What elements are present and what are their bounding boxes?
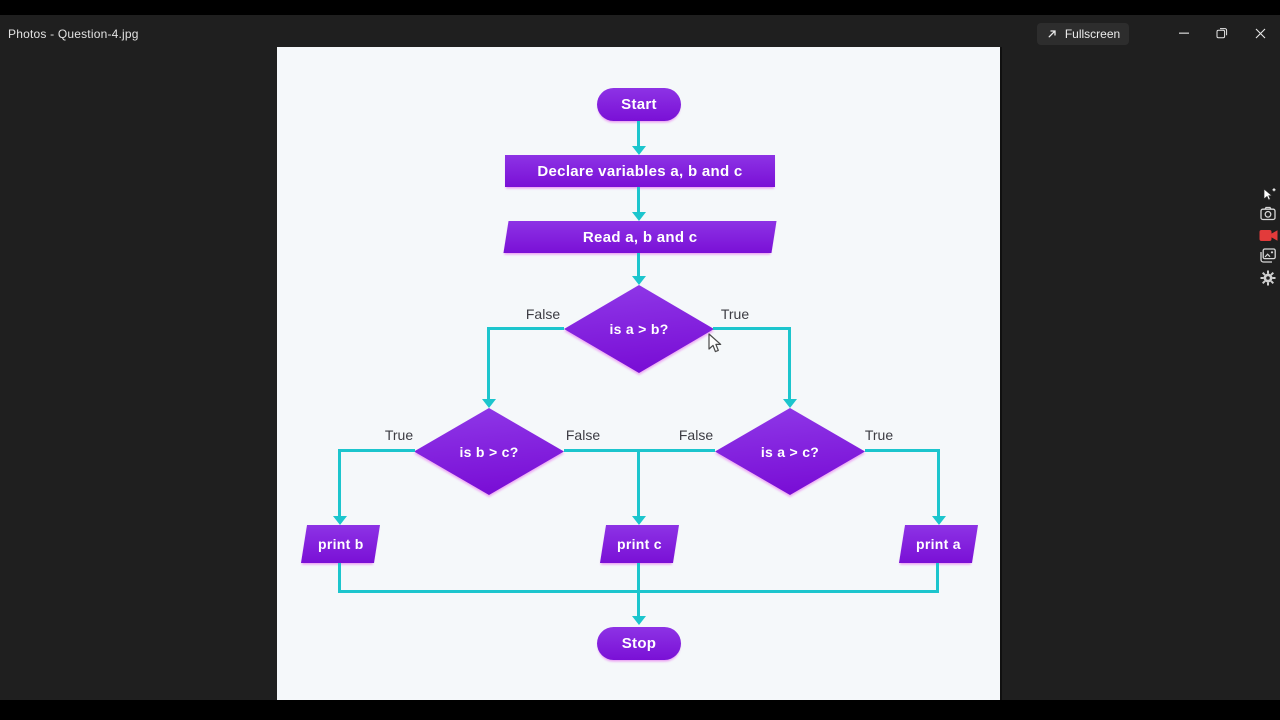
fullscreen-button[interactable]: Fullscreen (1037, 23, 1129, 45)
bottom-black-strip (0, 700, 1280, 720)
minimize-icon (1179, 32, 1189, 34)
close-icon (1255, 28, 1265, 38)
flow-start-node: Start (597, 88, 681, 121)
photo-canvas[interactable]: Start Declare variables a, b and c Read … (277, 47, 1002, 700)
screenshot-camera-icon[interactable] (1258, 203, 1278, 223)
connector-line (637, 121, 640, 146)
connector-line (637, 563, 640, 616)
flow-declare-label: Declare variables a, b and c (537, 162, 743, 180)
flow-decision3-label: is a > c? (760, 443, 820, 460)
flow-stop-label: Stop (621, 635, 657, 652)
arrowhead-down (632, 516, 646, 525)
flow-decision2-node: is b > c? (414, 408, 564, 495)
close-button[interactable] (1240, 19, 1280, 47)
flow-read-node: Read a, b and c (503, 221, 777, 253)
connector-line (865, 449, 940, 452)
arrowhead-down (482, 399, 496, 408)
window-title: Photos - Question-4.jpg (8, 27, 139, 41)
cursor-pin-icon[interactable] (1258, 184, 1278, 204)
connector-line (637, 449, 640, 516)
restore-icon (1216, 28, 1228, 39)
flow-print-b-node: print b (300, 525, 381, 563)
flow-print-a-node: print a (898, 525, 979, 563)
connector-line (338, 449, 341, 516)
connector-line (788, 327, 791, 399)
branch-label-false: False (565, 427, 601, 443)
flow-decision1-label: is a > b? (609, 321, 669, 337)
branch-label-false: False (525, 306, 561, 322)
flow-print-a-label: print a (916, 536, 961, 552)
record-video-icon[interactable] (1258, 225, 1278, 245)
mouse-cursor (708, 333, 722, 353)
branch-label-true: True (384, 427, 414, 443)
connector-line (936, 563, 939, 593)
connector-line (487, 327, 564, 330)
settings-gear-icon[interactable] (1258, 268, 1278, 288)
arrowhead-down (333, 516, 347, 525)
connector-line (637, 253, 640, 276)
flow-print-c-node: print c (599, 525, 680, 563)
connector-line (637, 187, 640, 212)
flow-declare-node: Declare variables a, b and c (505, 155, 775, 187)
connector-line (338, 449, 415, 452)
arrowhead-down (632, 616, 646, 625)
minimize-button[interactable] (1164, 19, 1204, 47)
fullscreen-expand-icon (1048, 30, 1056, 38)
flow-start-label: Start (621, 96, 657, 113)
arrowhead-down (632, 146, 646, 155)
top-black-strip (0, 0, 1280, 15)
flow-read-label: Read a, b and c (582, 228, 698, 246)
flow-decision1-node: is a > b? (564, 285, 714, 373)
arrowhead-down (932, 516, 946, 525)
arrowhead-down (783, 399, 797, 408)
arrowhead-down (632, 276, 646, 285)
flow-decision3-node: is a > c? (715, 408, 865, 495)
connector-line (713, 327, 791, 330)
flow-print-c-label: print c (617, 536, 662, 552)
arrowhead-down (632, 212, 646, 221)
fullscreen-label: Fullscreen (1064, 27, 1121, 41)
flow-stop-node: Stop (597, 627, 681, 660)
branch-label-true: True (864, 427, 894, 443)
branch-label-true: True (720, 306, 750, 322)
connector-line (487, 327, 490, 399)
maximize-restore-button[interactable] (1202, 19, 1242, 47)
gallery-icon[interactable] (1258, 246, 1278, 266)
flow-decision2-label: is b > c? (459, 443, 519, 460)
flow-print-b-label: print b (317, 536, 364, 552)
branch-label-false: False (678, 427, 714, 443)
connector-line (937, 449, 940, 516)
connector-line (338, 563, 341, 593)
